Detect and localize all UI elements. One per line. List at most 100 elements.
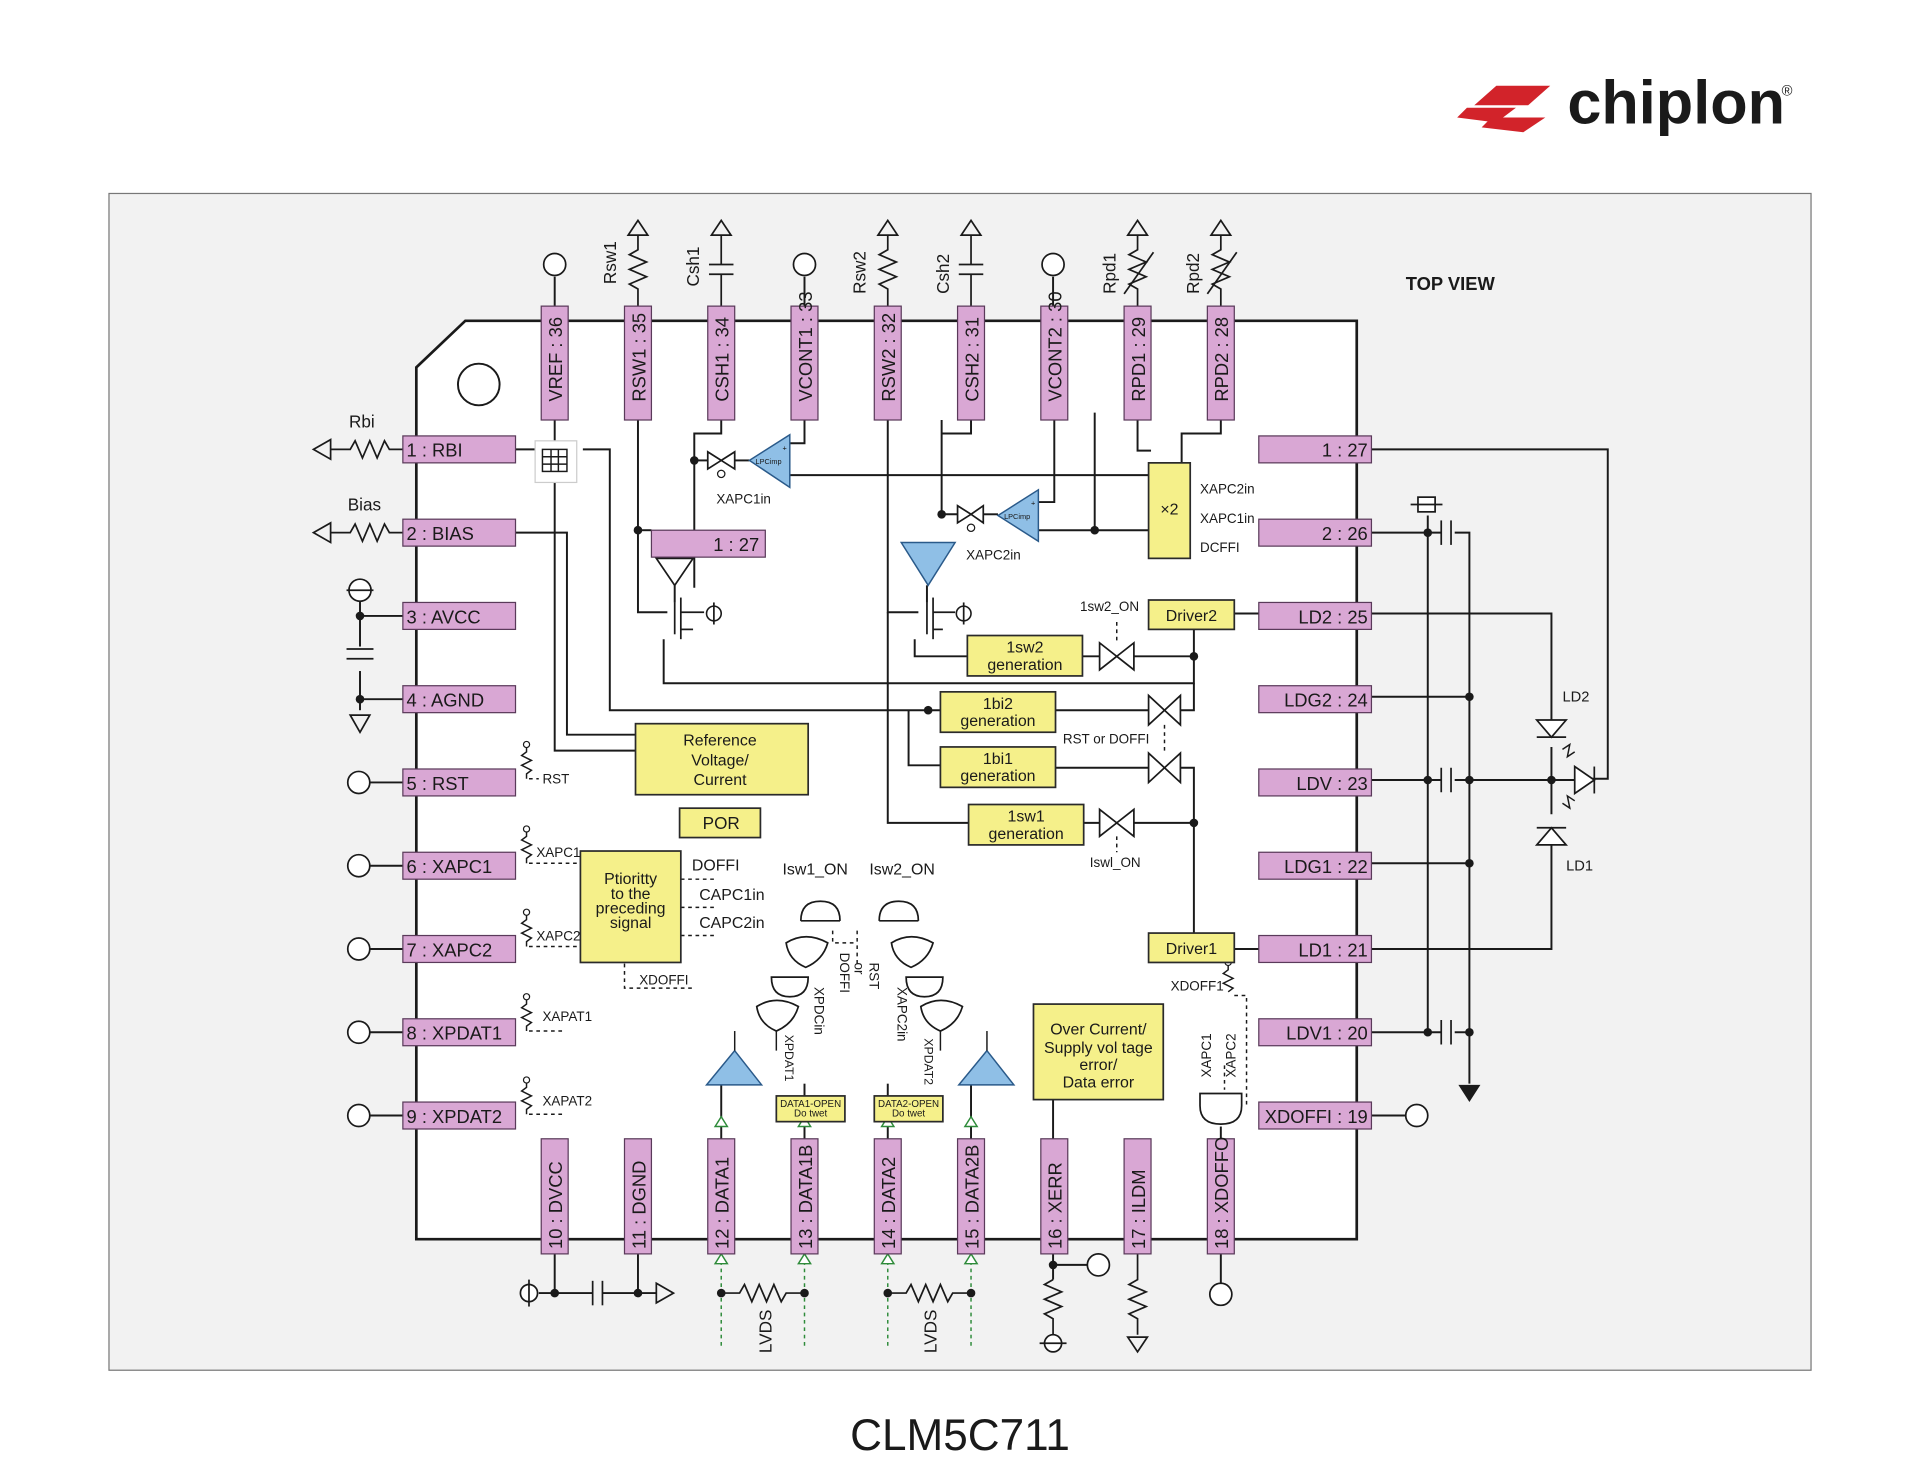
xapat1-label: XAPAT1 — [542, 1009, 592, 1024]
external-components — [311, 218, 1596, 1354]
internal-wiring — [359, 412, 1609, 1139]
pin-label-3-avcc: 3 : AVCC — [407, 606, 481, 627]
rpd1-variable-resistor-icon — [1123, 218, 1155, 307]
vcont1-terminal-icon — [792, 252, 817, 277]
pin-label-10-dvcc: 10 : DVCC — [545, 1161, 566, 1249]
amp-2-plus: + — [1031, 499, 1035, 508]
rbi-label: Rbi — [349, 411, 375, 431]
pin1-marker — [456, 362, 501, 407]
data2-receiver-amp-icon — [957, 1049, 1016, 1086]
lpcimp-2-label: LPCimp — [1004, 512, 1030, 521]
pin-label-xdoffi-19: XDOFFI : 19 — [1265, 1106, 1368, 1127]
vref-terminal-icon — [542, 252, 567, 277]
pin-label-vcont2-30: VCONT2 : 30 — [1045, 291, 1066, 401]
csh2-label: Csh2 — [933, 254, 953, 294]
bias-circuit-icon — [534, 440, 578, 484]
dvcc-capacitor-icon — [591, 1280, 604, 1306]
amp-1-plus: + — [782, 444, 786, 453]
pin-2-bias — [402, 518, 517, 547]
rst-control-label: RST — [542, 772, 569, 787]
xerr-terminal-icon — [1086, 1253, 1111, 1277]
pin-7-xapc2 — [402, 934, 517, 964]
avcc-supply-icon — [346, 578, 374, 603]
pin-label-2-26: 2 : 26 — [1322, 523, 1368, 544]
pin-label-12-data1: 12 : DATA1 — [712, 1157, 733, 1249]
driver1-label: Driver1 — [1166, 941, 1217, 958]
pin-label-5-rst: 5 : RST — [407, 773, 469, 794]
pin-ldg2-24 — [1258, 685, 1373, 714]
pin-ldv1-20 — [1258, 1018, 1373, 1047]
analog-switch-icons — [706, 450, 1182, 853]
ld1-label: LD1 — [1566, 859, 1593, 875]
gen-1bi2-block: 1bi2 generation — [939, 690, 1057, 734]
data2-open-line-2: Do twet — [892, 1109, 925, 1120]
pin-label-15-data2b: 15 : DATA2B — [961, 1145, 982, 1249]
sw2-on-label: 1sw2_ON — [1080, 599, 1139, 614]
pin-label-csh2-31: CSH2 : 31 — [961, 317, 982, 402]
gen-1sw1-block: 1sw1 generation — [967, 803, 1085, 846]
pin-label-ldg2-24: LDG2 : 24 — [1284, 690, 1368, 711]
pin-3-avcc — [402, 601, 517, 631]
gen-1bi2-line-1: 1bi2 — [983, 696, 1013, 713]
rst-terminal-icon — [346, 770, 371, 795]
pin-rsw2-32 — [873, 305, 902, 421]
lpcimp-1-label: LPCimp — [756, 457, 782, 466]
pin-12-data1 — [707, 1138, 736, 1255]
ld1-laser-diode-icon — [1534, 794, 1576, 846]
vcont2-terminal-icon — [1041, 252, 1065, 277]
over-current-line-1: Over Current/ — [1050, 1022, 1147, 1039]
transistor-1-icon — [673, 597, 723, 640]
logo-registered-mark: ® — [1782, 84, 1793, 100]
gen-1sw2-line-1: 1sw2 — [1006, 640, 1043, 657]
pin-label-2-bias: 2 : BIAS — [407, 523, 474, 544]
por-label: POR — [703, 813, 740, 833]
isw1-on-label: Isw1_ON — [782, 861, 847, 878]
pin-label-rsw2-32: RSW2 : 32 — [878, 313, 899, 402]
xpdat2-v-label: XPDAT2 — [921, 1038, 935, 1085]
capc2in-out-label: CAPC2in — [699, 915, 764, 932]
pin-17-ildm — [1123, 1138, 1152, 1255]
csh2-capacitor-icon — [958, 218, 984, 307]
xdoffi-in-label: XDOFFI — [639, 972, 688, 987]
pin-label-1-rbi: 1 : RBI — [407, 440, 463, 461]
pin-label-ld2-25: LD2 : 25 — [1298, 606, 1367, 627]
pin-label-14-data2: 14 : DATA2 — [878, 1157, 899, 1249]
or-label: or — [852, 962, 867, 974]
priority-block: Ptioritty to the preceding signal — [579, 850, 682, 964]
pin-label-ldg1-22: LDG1 : 22 — [1284, 856, 1368, 877]
over-current-block: Over Current/ Supply vol tage error/ Dat… — [1032, 1003, 1165, 1101]
doffi-v-label: DOFFI — [837, 953, 852, 993]
pin-10-dvcc — [540, 1138, 569, 1255]
x2-input-2-label: XAPC1in — [1200, 511, 1255, 526]
gen-1sw1-line-1: 1sw1 — [1008, 809, 1045, 826]
internal-symbols — [534, 433, 1243, 1125]
pin-13-data1b — [790, 1138, 819, 1255]
pin-ldv-23 — [1258, 768, 1373, 797]
xapc1-control-label: XAPC1 — [536, 845, 580, 860]
xdoff1-label: XDOFF1 — [1171, 979, 1224, 994]
pin-label-18-xdoffo: 18 : XDOFFO — [1211, 1137, 1232, 1249]
gen-1sw2-block: 1sw2 generation — [966, 634, 1084, 677]
vcc-supply-icon — [1410, 496, 1443, 513]
pin-label-17-ildm: 17 : ILDM — [1128, 1169, 1149, 1249]
xapc1-v-label: XAPC1 — [1199, 1033, 1214, 1077]
x2-label: ×2 — [1160, 501, 1178, 518]
pin-label-ld1-21: LD1 : 21 — [1298, 939, 1367, 960]
top-view-label: TOP VIEW — [1406, 273, 1496, 294]
pin-label-csh1-34: CSH1 : 34 — [712, 317, 733, 402]
csh1-label: Csh1 — [683, 247, 703, 287]
junction-dots — [355, 456, 1556, 1298]
dvcc-supply-icon — [519, 1279, 539, 1307]
over-current-line-2: Supply vol tage — [1044, 1040, 1153, 1057]
gen-1sw2-line-2: generation — [987, 657, 1062, 674]
pin-label-ldv-23: LDV : 23 — [1296, 773, 1367, 794]
pin-label-16-xerr: 16 : XERR — [1045, 1162, 1066, 1249]
transistor-2-icon — [926, 597, 972, 640]
rsw1-label: Rsw1 — [600, 241, 620, 284]
reference-line-1: Reference — [683, 733, 757, 750]
decoupling-capacitor-icon — [346, 648, 374, 660]
agnd-ground-icon — [348, 714, 372, 734]
